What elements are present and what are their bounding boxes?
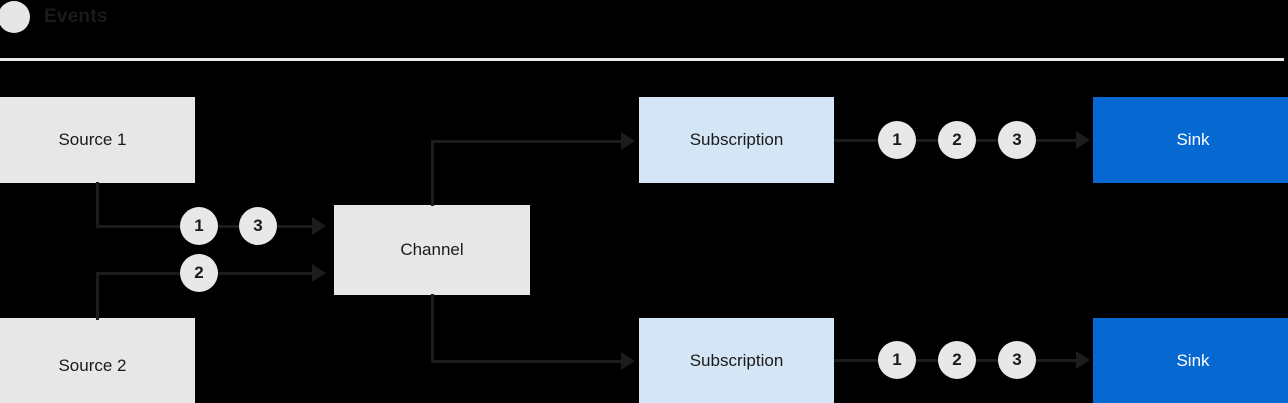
connector-channel-to-subscription-top-horizontal [431, 140, 623, 143]
arrowhead-subscription-top-to-sink [1076, 131, 1090, 149]
arrowhead-source2-to-channel [312, 264, 326, 282]
connector-channel-to-subscription-bottom-horizontal [431, 360, 623, 363]
event-token: 3 [998, 341, 1036, 379]
connector-source2-vertical [96, 272, 99, 320]
arrowhead-source1-to-channel [312, 217, 326, 235]
event-token: 3 [239, 207, 277, 245]
event-token-label: 3 [1012, 350, 1022, 369]
event-token: 1 [878, 341, 916, 379]
arrowhead-channel-to-subscription-bottom [621, 352, 635, 370]
header-divider [0, 58, 1284, 61]
node-source-2[interactable]: Source 2 [0, 318, 195, 403]
node-channel[interactable]: Channel [334, 205, 530, 295]
arrowhead-subscription-bottom-to-sink [1076, 351, 1090, 369]
node-subscription-top[interactable]: Subscription [639, 97, 834, 183]
node-source-1[interactable]: Source 1 [0, 97, 195, 183]
filled-circle-icon [0, 1, 30, 33]
event-token-label: 3 [1012, 130, 1022, 149]
node-sink-bottom[interactable]: Sink [1093, 318, 1288, 403]
event-token: 3 [998, 121, 1036, 159]
node-subscription-bottom-label: Subscription [689, 351, 784, 370]
arrowhead-channel-to-subscription-top [621, 132, 635, 150]
event-token: 2 [938, 121, 976, 159]
event-token-label: 2 [952, 350, 962, 369]
node-source-1-label: Source 1 [58, 130, 127, 149]
event-token: 2 [938, 341, 976, 379]
node-sink-bottom-label: Sink [1176, 351, 1210, 370]
event-token: 1 [878, 121, 916, 159]
event-token-label: 1 [194, 216, 204, 235]
event-token: 1 [180, 207, 218, 245]
connector-channel-to-subscription-bottom-vertical [431, 294, 434, 363]
node-subscription-bottom[interactable]: Subscription [639, 318, 834, 403]
node-subscription-top-label: Subscription [689, 130, 784, 149]
event-token-label: 2 [952, 130, 962, 149]
event-token: 2 [180, 254, 218, 292]
event-token-label: 3 [253, 216, 263, 235]
node-sink-top[interactable]: Sink [1093, 97, 1288, 183]
page-title: Events [44, 6, 108, 27]
node-channel-label: Channel [400, 240, 464, 259]
node-source-2-label: Source 2 [58, 355, 127, 375]
connector-channel-to-subscription-top-vertical [431, 140, 434, 206]
connector-source1-vertical [96, 182, 99, 228]
node-sink-top-label: Sink [1176, 130, 1210, 149]
event-token-label: 1 [892, 130, 902, 149]
event-token-label: 1 [892, 350, 902, 369]
event-token-label: 2 [194, 263, 204, 282]
